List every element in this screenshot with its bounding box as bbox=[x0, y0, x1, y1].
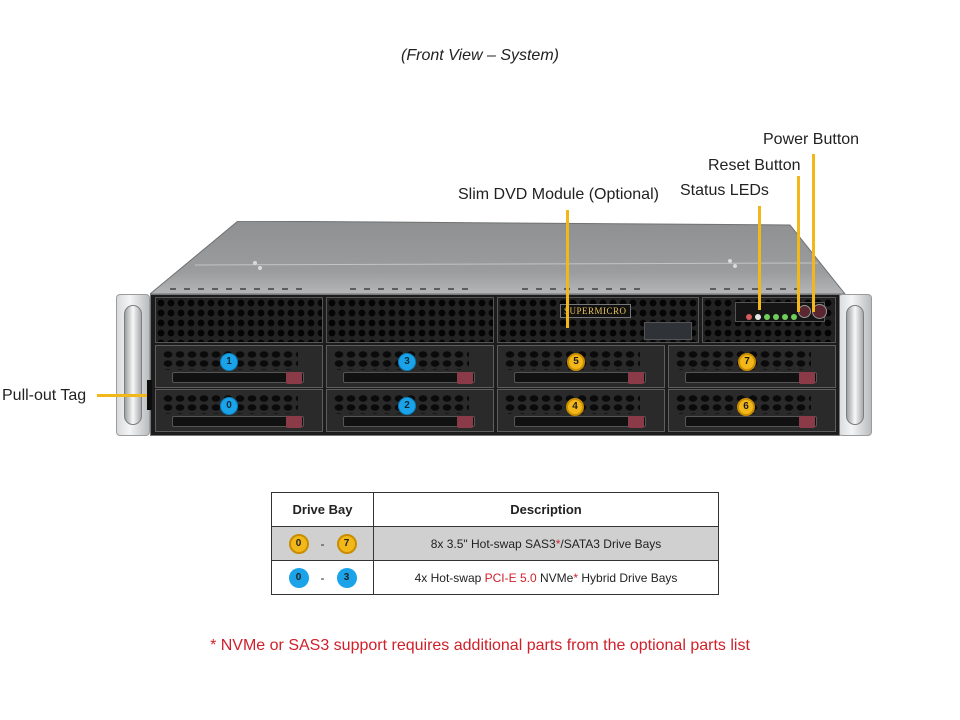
asterisk: * bbox=[555, 536, 561, 551]
status-led bbox=[746, 314, 752, 320]
control-panel bbox=[735, 302, 827, 322]
footnote: * NVMe or SAS3 support requires addition… bbox=[210, 637, 750, 654]
callout-status-leds: Status LEDs bbox=[680, 182, 769, 199]
rack-handle-left[interactable] bbox=[124, 305, 142, 425]
rack-ear-right[interactable] bbox=[838, 294, 872, 436]
desc-text: NVMe bbox=[536, 570, 574, 585]
drive-bay[interactable]: 6 bbox=[668, 389, 836, 432]
callout-slim-dvd: Slim DVD Module (Optional) bbox=[458, 186, 659, 203]
drive-bay[interactable]: 4 bbox=[497, 389, 665, 432]
drive-bay[interactable]: 1 bbox=[155, 345, 323, 388]
bay-number-badge: 7 bbox=[738, 353, 756, 371]
rack-ear-left[interactable] bbox=[116, 294, 150, 436]
status-led bbox=[791, 314, 797, 320]
row-description: 8x 3.5" Hot-swap SAS3*/SATA3 Drive Bays bbox=[373, 526, 719, 561]
status-led bbox=[764, 314, 770, 320]
leader-line-pull-out-tag bbox=[97, 394, 149, 397]
desc-text: 4x Hot-swap bbox=[414, 570, 485, 585]
bay-number-badge: 5 bbox=[567, 353, 585, 371]
status-led bbox=[782, 314, 788, 320]
range-separator: - bbox=[320, 570, 325, 585]
front-vent-2 bbox=[326, 297, 494, 343]
bay-badge-from: 0 bbox=[288, 567, 309, 588]
bay-number-badge: 0 bbox=[220, 397, 238, 415]
pull-out-tag[interactable] bbox=[147, 380, 152, 410]
callout-pull-out-tag: Pull-out Tag bbox=[2, 387, 87, 404]
drive-latch[interactable] bbox=[286, 372, 302, 384]
drive-latch[interactable] bbox=[457, 372, 473, 384]
front-vent-1 bbox=[155, 297, 323, 343]
header-description: Description bbox=[373, 492, 719, 527]
control-panel-area bbox=[702, 297, 836, 343]
supermicro-logo: SUPERMICRO bbox=[560, 304, 631, 318]
status-led bbox=[755, 314, 761, 320]
desc-highlight: PCI-E 5.0 bbox=[484, 570, 537, 585]
bay-badge-to: 3 bbox=[336, 567, 357, 588]
drive-latch[interactable] bbox=[286, 416, 302, 428]
drive-latch[interactable] bbox=[457, 416, 473, 428]
row-description: 4x Hot-swap PCI-E 5.0 NVMe* Hybrid Drive… bbox=[373, 560, 719, 595]
drive-bay[interactable]: 5 bbox=[497, 345, 665, 388]
leader-line-reset bbox=[797, 176, 800, 312]
table-row: 0 - 7 8x 3.5" Hot-swap SAS3*/SATA3 Drive… bbox=[271, 526, 719, 561]
bay-number-badge: 2 bbox=[398, 397, 416, 415]
bay-badge-to: 7 bbox=[336, 533, 357, 554]
range-separator: - bbox=[320, 536, 325, 551]
drive-bay[interactable]: 2 bbox=[326, 389, 494, 432]
table-row: 0 - 3 4x Hot-swap PCI-E 5.0 NVMe* Hybrid… bbox=[271, 560, 719, 595]
status-led bbox=[773, 314, 779, 320]
slim-dvd-module[interactable]: SUPERMICRO bbox=[497, 297, 699, 343]
leader-line-dvd bbox=[566, 210, 569, 328]
dvd-tray[interactable] bbox=[644, 322, 692, 340]
drive-bay[interactable]: 3 bbox=[326, 345, 494, 388]
bay-number-badge: 1 bbox=[220, 353, 238, 371]
header-drive-bay: Drive Bay bbox=[271, 492, 374, 527]
bay-number-badge: 4 bbox=[566, 398, 584, 416]
bay-badge-from: 0 bbox=[288, 533, 309, 554]
chassis-top-cover bbox=[150, 221, 847, 295]
drive-latch[interactable] bbox=[628, 372, 644, 384]
figure-title: (Front View – System) bbox=[401, 47, 559, 64]
desc-text: /SATA3 Drive Bays bbox=[560, 536, 662, 551]
drive-bay[interactable]: 7 bbox=[668, 345, 836, 388]
asterisk: * bbox=[573, 570, 579, 585]
leader-line-status-leds bbox=[758, 206, 761, 310]
bay-number-badge: 6 bbox=[737, 398, 755, 416]
desc-text: Hybrid Drive Bays bbox=[578, 570, 678, 585]
rack-handle-right[interactable] bbox=[846, 305, 864, 425]
desc-text: 8x 3.5" Hot-swap SAS3 bbox=[430, 536, 556, 551]
leader-line-power bbox=[812, 154, 815, 312]
callout-reset-button: Reset Button bbox=[708, 157, 801, 174]
drive-bay-table: Drive Bay Description 0 - 7 8x 3.5" Hot-… bbox=[271, 492, 719, 595]
callout-power-button: Power Button bbox=[763, 131, 860, 148]
bay-number-badge: 3 bbox=[398, 353, 416, 371]
drive-latch[interactable] bbox=[799, 372, 815, 384]
drive-bay[interactable]: 0 bbox=[155, 389, 323, 432]
drive-latch[interactable] bbox=[799, 416, 815, 428]
drive-latch[interactable] bbox=[628, 416, 644, 428]
